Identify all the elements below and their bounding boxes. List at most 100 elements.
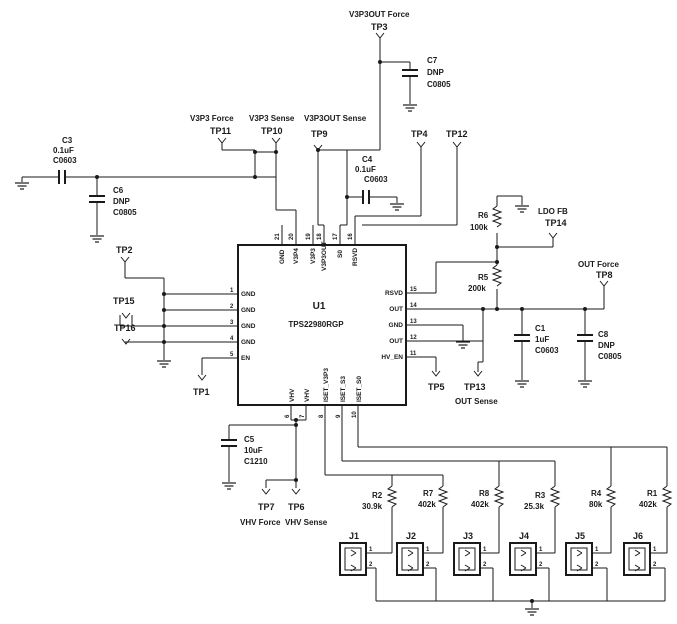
r8-ref: R8 bbox=[479, 489, 490, 498]
tp11-label: TP11 bbox=[210, 126, 231, 136]
c8-package: C0805 bbox=[598, 352, 622, 361]
c5-value: 10uF bbox=[244, 446, 263, 455]
j6-pin1: 1 bbox=[653, 547, 657, 553]
pin-name-5: EN bbox=[241, 355, 250, 362]
c4-ref: C4 bbox=[362, 155, 373, 164]
tp2-marker bbox=[120, 256, 130, 263]
tp8-marker bbox=[599, 280, 609, 287]
pin-name-15: RSVD bbox=[385, 290, 403, 297]
j2-pin1: 1 bbox=[426, 547, 430, 553]
j1-label: J1 bbox=[349, 531, 359, 541]
tp3-marker bbox=[375, 32, 385, 39]
pin-num-10: 10 bbox=[352, 411, 358, 418]
pin-num-17: 17 bbox=[333, 233, 339, 240]
c8-ref: C8 bbox=[598, 330, 609, 339]
c5-package: C1210 bbox=[244, 457, 268, 466]
out-force-label: OUT Force bbox=[578, 260, 619, 269]
tp1-label: TP1 bbox=[193, 387, 210, 397]
pin-num-4: 4 bbox=[230, 336, 234, 342]
tp10-marker bbox=[271, 137, 281, 144]
pin-num-20: 20 bbox=[289, 233, 295, 240]
pin-name-8: ISET_V3P3 bbox=[323, 368, 330, 402]
pin-name-11: HV_EN bbox=[381, 354, 403, 361]
tp9-label: TP9 bbox=[311, 129, 328, 139]
jumper-j2[interactable] bbox=[396, 542, 424, 576]
pin-num-15: 15 bbox=[410, 287, 417, 293]
tp15-label: TP15 bbox=[113, 296, 135, 306]
pin-name-13: GND bbox=[389, 322, 404, 329]
tp1-marker bbox=[197, 374, 207, 381]
v3p3-sense-label: V3P3 Sense bbox=[249, 114, 295, 123]
pin-num-3: 3 bbox=[230, 320, 234, 326]
tp16-label: TP16 bbox=[114, 323, 136, 333]
pin-name-7: VHV bbox=[304, 388, 311, 402]
pin-name-1: GND bbox=[241, 291, 256, 298]
r6-value: 100k bbox=[470, 223, 488, 232]
u1-part-number: TPS22980RGP bbox=[288, 320, 344, 329]
tp10-label: TP10 bbox=[261, 126, 283, 136]
jumper-j4[interactable] bbox=[509, 542, 537, 576]
c5-ref: C5 bbox=[244, 435, 255, 444]
tp9-marker bbox=[313, 144, 323, 151]
u1-top-pins: GND V3P4 V3P3 V3P3OUT S0 RSVD 21 20 19 1… bbox=[275, 225, 359, 271]
r5-value: 200k bbox=[468, 284, 486, 293]
j3-label: J3 bbox=[463, 531, 473, 541]
j6-label: J6 bbox=[633, 531, 643, 541]
pin-num-2: 2 bbox=[230, 304, 234, 310]
jumper-j6[interactable] bbox=[623, 542, 651, 576]
pin-num-21: 21 bbox=[275, 233, 281, 240]
tp14-label: TP14 bbox=[545, 218, 567, 228]
j3-pin2: 2 bbox=[483, 562, 487, 568]
c6-package: C0805 bbox=[113, 208, 137, 217]
ldo-fb-label: LDO FB bbox=[538, 207, 568, 216]
tp3-label: TP3 bbox=[371, 22, 388, 32]
pin-name-21: GND bbox=[279, 249, 286, 264]
pin-num-5: 5 bbox=[230, 352, 234, 358]
pin-name-18: V3P3OUT bbox=[321, 241, 328, 271]
pin-num-18: 18 bbox=[317, 233, 323, 240]
pin-name-4: GND bbox=[241, 339, 256, 346]
r3-value: 25.3k bbox=[524, 502, 545, 511]
pin-num-9: 9 bbox=[336, 414, 342, 418]
tp13-label: TP13 bbox=[464, 382, 486, 392]
jumper-j5[interactable] bbox=[565, 542, 593, 576]
v3p3-input-network bbox=[14, 143, 297, 243]
r6-ref: R6 bbox=[478, 211, 489, 220]
j1-pin1: 1 bbox=[369, 547, 373, 553]
c6-ref: C6 bbox=[113, 186, 124, 195]
vhv-network bbox=[221, 418, 306, 490]
u1-left-pins: GND GND GND GND EN 1 2 3 4 5 bbox=[164, 288, 256, 362]
tp15-marker bbox=[121, 312, 131, 319]
jumper-j1[interactable] bbox=[339, 542, 367, 576]
j6-pin2: 2 bbox=[653, 562, 657, 568]
pin-num-6: 6 bbox=[285, 414, 291, 418]
vhv-sense-label: VHV Sense bbox=[285, 518, 328, 527]
c4-value: 0.1uF bbox=[355, 165, 376, 174]
c6-value: DNP bbox=[113, 197, 131, 206]
jumper-j3[interactable] bbox=[453, 542, 481, 576]
pin-num-7: 7 bbox=[300, 414, 306, 418]
pin-name-14: OUT bbox=[389, 306, 403, 313]
pin-num-13: 13 bbox=[410, 319, 417, 325]
pin-num-16: 16 bbox=[348, 233, 354, 240]
out-sense-label: OUT Sense bbox=[455, 397, 498, 406]
j1-pin2: 2 bbox=[369, 562, 373, 568]
pin-num-12: 12 bbox=[410, 335, 417, 341]
j4-pin2: 2 bbox=[539, 562, 543, 568]
pin-name-3: GND bbox=[241, 323, 256, 330]
pin-num-19: 19 bbox=[306, 233, 312, 240]
v3p3out-force-label: V3P3OUT Force bbox=[349, 10, 410, 19]
pin-num-8: 8 bbox=[319, 414, 325, 418]
tp7-marker bbox=[261, 488, 271, 495]
tp11-marker bbox=[217, 137, 227, 144]
c3-ref: C3 bbox=[62, 136, 73, 145]
tp7-label: TP7 bbox=[258, 502, 275, 512]
pin-name-19: V3P3 bbox=[310, 248, 317, 264]
tp4-label: TP4 bbox=[411, 129, 428, 139]
pin-name-16: RSVD bbox=[352, 248, 359, 266]
c3-value: 0.1uF bbox=[53, 146, 74, 155]
r5-ref: R5 bbox=[478, 273, 489, 282]
pin-num-14: 14 bbox=[410, 303, 417, 309]
j3-pin1: 1 bbox=[483, 547, 487, 553]
u1-right-pins: RSVD OUT GND OUT HV_EN 15 14 13 12 11 bbox=[381, 287, 436, 361]
